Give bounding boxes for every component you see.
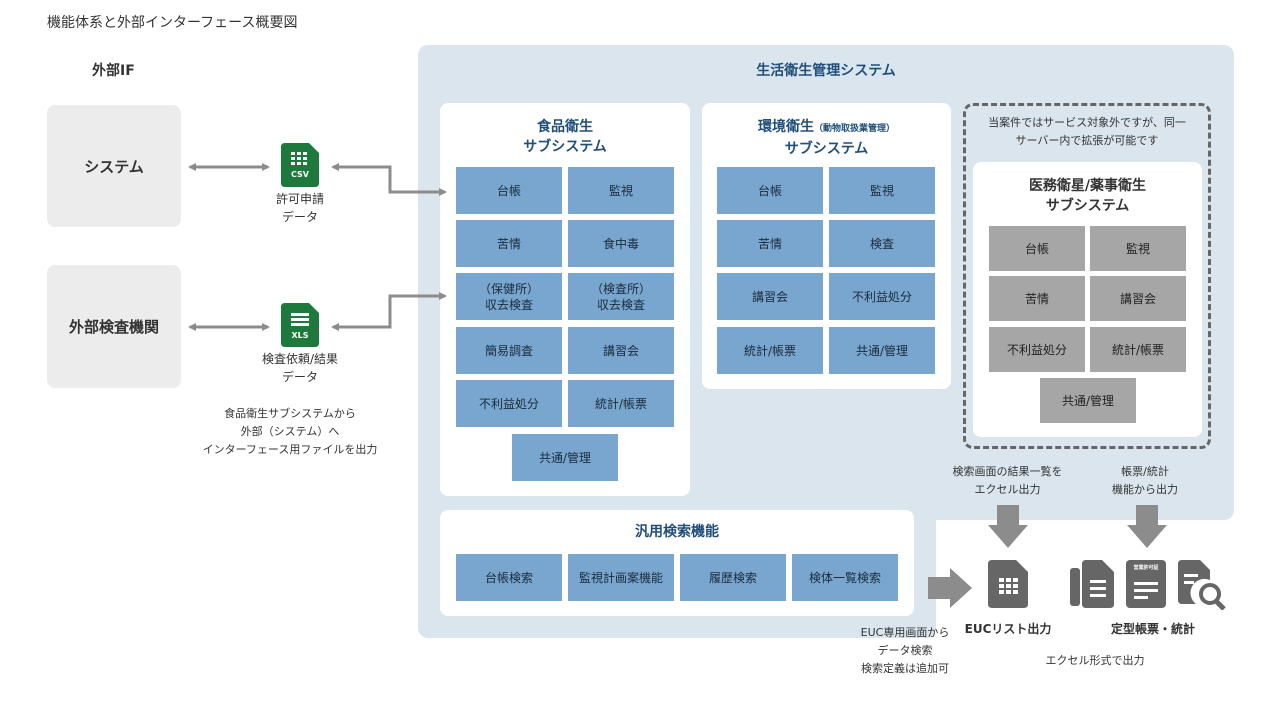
- medical-cell: 苦情: [989, 276, 1085, 321]
- report-output-arrow: [1127, 505, 1167, 548]
- food-cell: （検査所） 収去検査: [568, 273, 674, 320]
- xls-caption-line1: 検査依頼/結果: [261, 352, 339, 366]
- external-lab-label: 外部検査機関: [68, 318, 159, 336]
- permit-icon-text: 営業許可証: [1133, 565, 1159, 571]
- food-cell: 共通/管理: [512, 434, 618, 481]
- env-subsystem-title: 環境衛生（動物取扱業管理） サブシステム: [702, 117, 951, 159]
- search-output-line2: エクセル出力: [974, 483, 1041, 496]
- food-cell: 統計/帳票: [568, 380, 674, 427]
- food-cell: 講習会: [568, 327, 674, 374]
- xls-caption: 検査依頼/結果 データ: [240, 350, 360, 386]
- search-title: 汎用検索機能: [635, 524, 719, 540]
- medical-cell: 不利益処分: [989, 327, 1085, 372]
- medical-title-line1: 医務衛星/薬事衛生: [1028, 178, 1147, 194]
- external-system-box: システム: [47, 105, 181, 227]
- csv-caption: 許可申請 データ: [250, 190, 350, 226]
- search-output-note: 検索画面の結果一覧を エクセル出力: [935, 463, 1080, 499]
- csv-caption-line2: データ: [281, 210, 318, 224]
- euc-output-arrow: [928, 568, 972, 608]
- search-cell: 台帳検索: [456, 554, 562, 601]
- euc-list-label: EUCリスト出力: [964, 622, 1052, 636]
- euc-note-line1: EUC専用画面から: [860, 626, 950, 639]
- external-lab-box: 外部検査機関: [47, 265, 181, 388]
- medical-cell: 統計/帳票: [1090, 327, 1186, 372]
- medical-note-line2: サーバー内で拡張が可能です: [1015, 134, 1159, 147]
- euc-list-icon: [988, 560, 1028, 608]
- env-cell: 共通/管理: [829, 327, 935, 374]
- env-cell: 検査: [829, 220, 935, 267]
- page-title: 機能体系と外部インターフェース概要図: [47, 15, 298, 31]
- food-cell: 不利益処分: [456, 380, 562, 427]
- food-subsystem-title: 食品衛生 サブシステム: [440, 117, 690, 157]
- csv-caption-line1: 許可申請: [275, 192, 324, 206]
- search-output-arrow: [988, 505, 1028, 548]
- medical-extension-border: [963, 103, 1211, 449]
- food-cell: （保健所） 収去検査: [456, 273, 562, 320]
- external-note-line3: インターフェース用ファイルを出力: [202, 443, 378, 456]
- search-output-line1: 検索画面の結果一覧を: [952, 465, 1063, 478]
- system-title: 生活衛生管理システム: [756, 63, 896, 79]
- csv-file-icon: CSV: [281, 143, 319, 187]
- external-if-heading: 外部IF: [92, 63, 135, 79]
- excel-format-note: エクセル形式で出力: [1045, 654, 1145, 667]
- external-note-line2: 外部（システム）へ: [240, 425, 340, 438]
- food-cell: 苦情: [456, 220, 562, 267]
- medical-cell: 講習会: [1090, 276, 1186, 321]
- medical-cell: 監視: [1090, 226, 1186, 271]
- food-cell: 食中毒: [568, 220, 674, 267]
- env-cell: 苦情: [717, 220, 823, 267]
- external-system-label: システム: [84, 157, 144, 176]
- food-title-line2: サブシステム: [523, 139, 607, 155]
- euc-note: EUC専用画面から データ検索 検索定義は追加可: [835, 624, 975, 678]
- report-output-note: 帳票/統計 機能から出力: [1095, 463, 1195, 499]
- medical-title-line2: サブシステム: [1045, 198, 1130, 214]
- csv-food-arrow: [331, 163, 447, 196]
- xls-file-icon: XLS: [281, 303, 319, 347]
- search-cell: 履歴検索: [680, 554, 786, 601]
- xls-caption-line2: データ: [281, 370, 318, 384]
- permit-document-icon: 営業許可証: [1126, 560, 1166, 608]
- env-cell: 監視: [829, 167, 935, 214]
- env-title-sub: （動物取扱業管理）: [813, 124, 895, 134]
- search-cell: 監視計画案機能: [568, 554, 674, 601]
- medical-subsystem-title: 医務衛星/薬事衛生 サブシステム: [973, 176, 1202, 216]
- food-cell: 監視: [568, 167, 674, 214]
- external-output-note: 食品衛生サブシステムから 外部（システム）へ インターフェース用ファイルを出力: [190, 405, 390, 459]
- env-cell: 講習会: [717, 273, 823, 320]
- search-cell: 検体一覧検索: [792, 554, 898, 601]
- csv-icon-label: CSV: [291, 170, 309, 179]
- document-search-icon: [1178, 560, 1226, 610]
- xls-icon-label: XLS: [291, 331, 309, 340]
- report-output-line2: 機能から出力: [1112, 483, 1178, 496]
- external-note-line1: 食品衛生サブシステムから: [224, 407, 356, 420]
- medical-cell: 台帳: [989, 226, 1085, 271]
- euc-note-line2: データ検索: [877, 644, 933, 657]
- medical-cell: 共通/管理: [1040, 378, 1136, 423]
- food-title-line1: 食品衛生: [537, 119, 593, 135]
- xls-food-arrow: [331, 292, 447, 331]
- medical-extension-note: 当案件ではサービス対象外ですが、同一 サーバー内で拡張が可能です: [966, 114, 1208, 150]
- medical-note-line1: 当案件ではサービス対象外ですが、同一: [988, 116, 1186, 129]
- env-title-line2: サブシステム: [784, 141, 869, 157]
- report-label: 定型帳票・統計: [1110, 622, 1195, 636]
- env-title-line1: 環境衛生: [757, 119, 814, 135]
- euc-note-line3: 検索定義は追加可: [861, 662, 949, 675]
- food-cell: 台帳: [456, 167, 562, 214]
- food-cell: 簡易調査: [456, 327, 562, 374]
- report-output-line1: 帳票/統計: [1121, 465, 1169, 478]
- env-cell: 統計/帳票: [717, 327, 823, 374]
- copy-document-icon: [1070, 560, 1114, 608]
- env-cell: 不利益処分: [829, 273, 935, 320]
- env-cell: 台帳: [717, 167, 823, 214]
